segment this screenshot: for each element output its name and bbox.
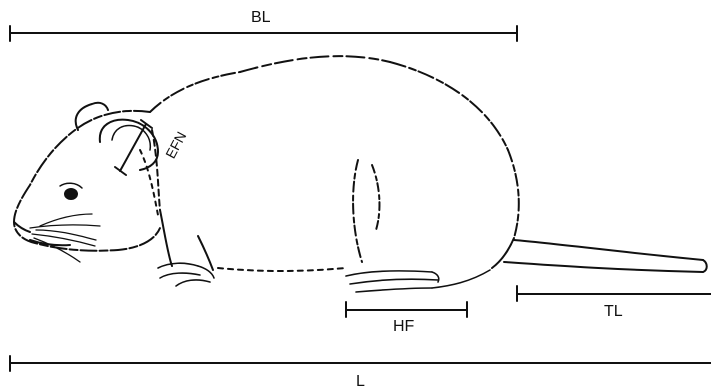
total-length-label: L — [356, 374, 365, 390]
front-foot — [158, 263, 214, 286]
total-length-bar — [10, 356, 711, 371]
tail-length-bar — [517, 286, 711, 301]
tail-length-label: TL — [604, 304, 623, 320]
rodent-whiskers — [30, 214, 100, 262]
rodent-tail — [504, 240, 707, 272]
hind-foot-bar — [346, 302, 467, 317]
hind-foot — [346, 270, 490, 292]
body-length-label: BL — [251, 10, 271, 26]
hind-foot-label: HF — [393, 319, 414, 335]
rodent-ear — [76, 103, 158, 175]
rodent-eye — [60, 183, 82, 200]
body-length-bar — [10, 26, 517, 41]
rodent-body-outline — [140, 56, 519, 271]
